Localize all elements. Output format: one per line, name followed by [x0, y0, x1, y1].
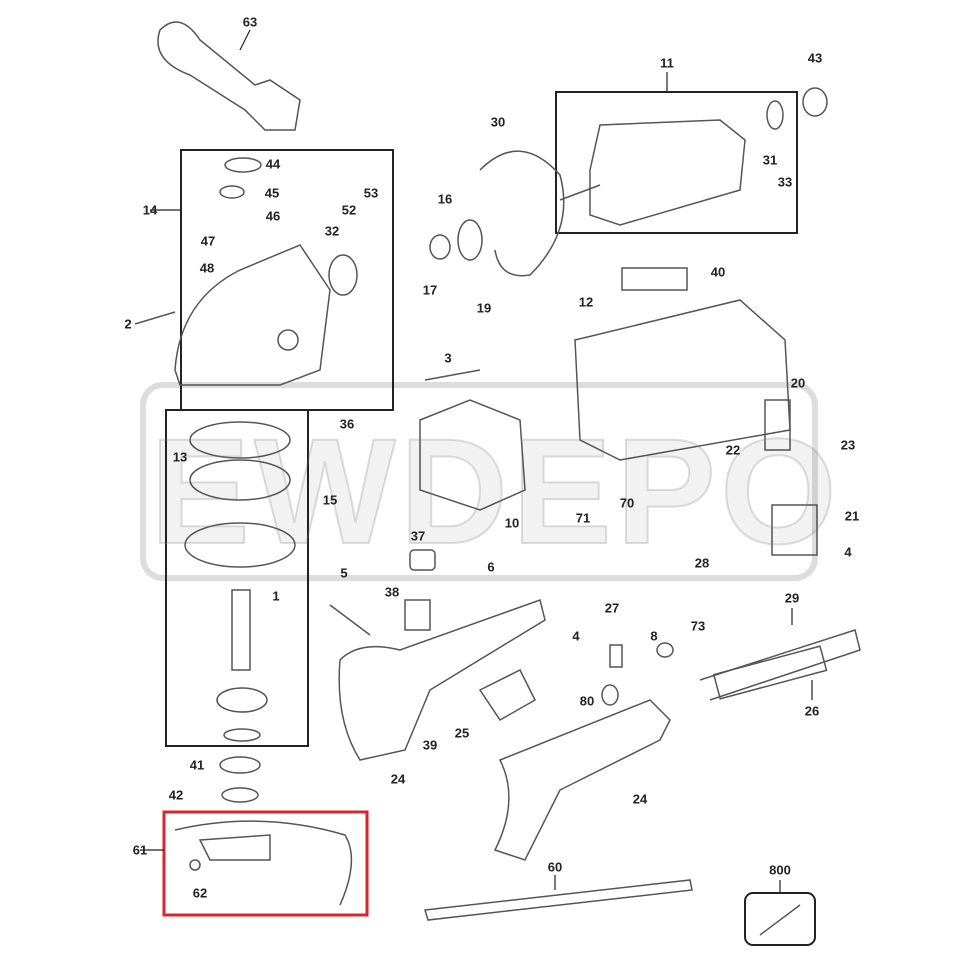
part-number-label: 15	[322, 492, 338, 508]
part-number-label: 37	[410, 528, 426, 544]
part-number-label: 11	[660, 55, 674, 71]
housing-half-right	[493, 699, 671, 861]
part-number-label: 48	[199, 260, 215, 276]
part-number-label: 16	[437, 191, 453, 207]
part-number-label: 25	[454, 725, 470, 741]
part-number-label: 38	[384, 584, 400, 600]
part-number-label: 46	[265, 208, 281, 224]
part-number-label: 26	[804, 703, 820, 719]
part-number-label: 3	[444, 350, 452, 366]
gear-case-group-box	[180, 149, 394, 411]
part-number-label: 73	[690, 618, 706, 634]
part-number-label: 60	[547, 859, 563, 875]
part-number-label: 6	[487, 559, 495, 575]
part-number-label: 33	[777, 174, 793, 190]
gear-case	[174, 244, 331, 386]
part-number-label: 28	[694, 555, 710, 571]
part-number-label: 29	[784, 590, 800, 606]
part-number-label: 1	[272, 588, 280, 604]
part-number-label: 24	[390, 771, 406, 787]
part-number-label: 80	[579, 693, 595, 709]
part-number-label: 71	[575, 510, 591, 526]
part-number-label: 47	[200, 233, 216, 249]
part-number-label: 22	[725, 442, 741, 458]
kit-800-box	[744, 892, 816, 946]
wheel-guard	[174, 820, 353, 906]
part-number-label: 32	[324, 223, 340, 239]
part-number-label: 20	[790, 375, 806, 391]
field	[419, 399, 526, 511]
part-number-label: 62	[192, 885, 208, 901]
part-number-label: 23	[840, 437, 856, 453]
part-number-label: 30	[490, 114, 506, 130]
part-number-label: 24	[632, 791, 648, 807]
part-number-label: 61	[132, 842, 148, 858]
part-number-label: 27	[604, 600, 620, 616]
part-number-label: 44	[265, 156, 281, 172]
part-number-label: 41	[189, 757, 205, 773]
watermark-frame	[140, 382, 818, 581]
brush-ring	[479, 150, 565, 277]
part-number-label: 12	[578, 294, 594, 310]
part-number-label: 52	[341, 202, 357, 218]
handle-bar	[424, 879, 693, 921]
part-number-label: 4	[844, 544, 852, 560]
part-number-label: 39	[422, 737, 438, 753]
power-cord	[699, 629, 861, 701]
part-number-label: 5	[340, 565, 348, 581]
part-number-label: 19	[476, 300, 492, 316]
part-number-label: 8	[650, 628, 658, 644]
part-number-label: 53	[363, 185, 379, 201]
part-number-label: 45	[264, 185, 280, 201]
part-number-label: 13	[172, 449, 188, 465]
part-number-label: 4	[572, 628, 580, 644]
watermark-logo: EWDEPO	[149, 406, 841, 576]
side-handle	[157, 21, 301, 131]
part-number-label: 21	[844, 508, 860, 524]
part-number-label: 43	[807, 50, 823, 66]
part-number-label: 10	[504, 515, 520, 531]
part-number-label: 40	[710, 264, 726, 280]
armature	[589, 119, 746, 226]
part-number-label: 63	[242, 14, 258, 30]
spindle-group-box	[165, 409, 309, 747]
part-number-label: 14	[142, 202, 158, 218]
part-number-label: 17	[422, 282, 438, 298]
part-number-label: 2	[124, 316, 132, 332]
guard-highlight-box	[162, 810, 369, 917]
part-number-label: 31	[762, 152, 778, 168]
armature-group-box	[555, 91, 798, 234]
part-number-label: 800	[769, 862, 791, 878]
housing-half-left	[338, 599, 546, 761]
part-number-label: 36	[339, 416, 355, 432]
part-number-label: 70	[619, 495, 635, 511]
part-number-label: 42	[168, 787, 184, 803]
